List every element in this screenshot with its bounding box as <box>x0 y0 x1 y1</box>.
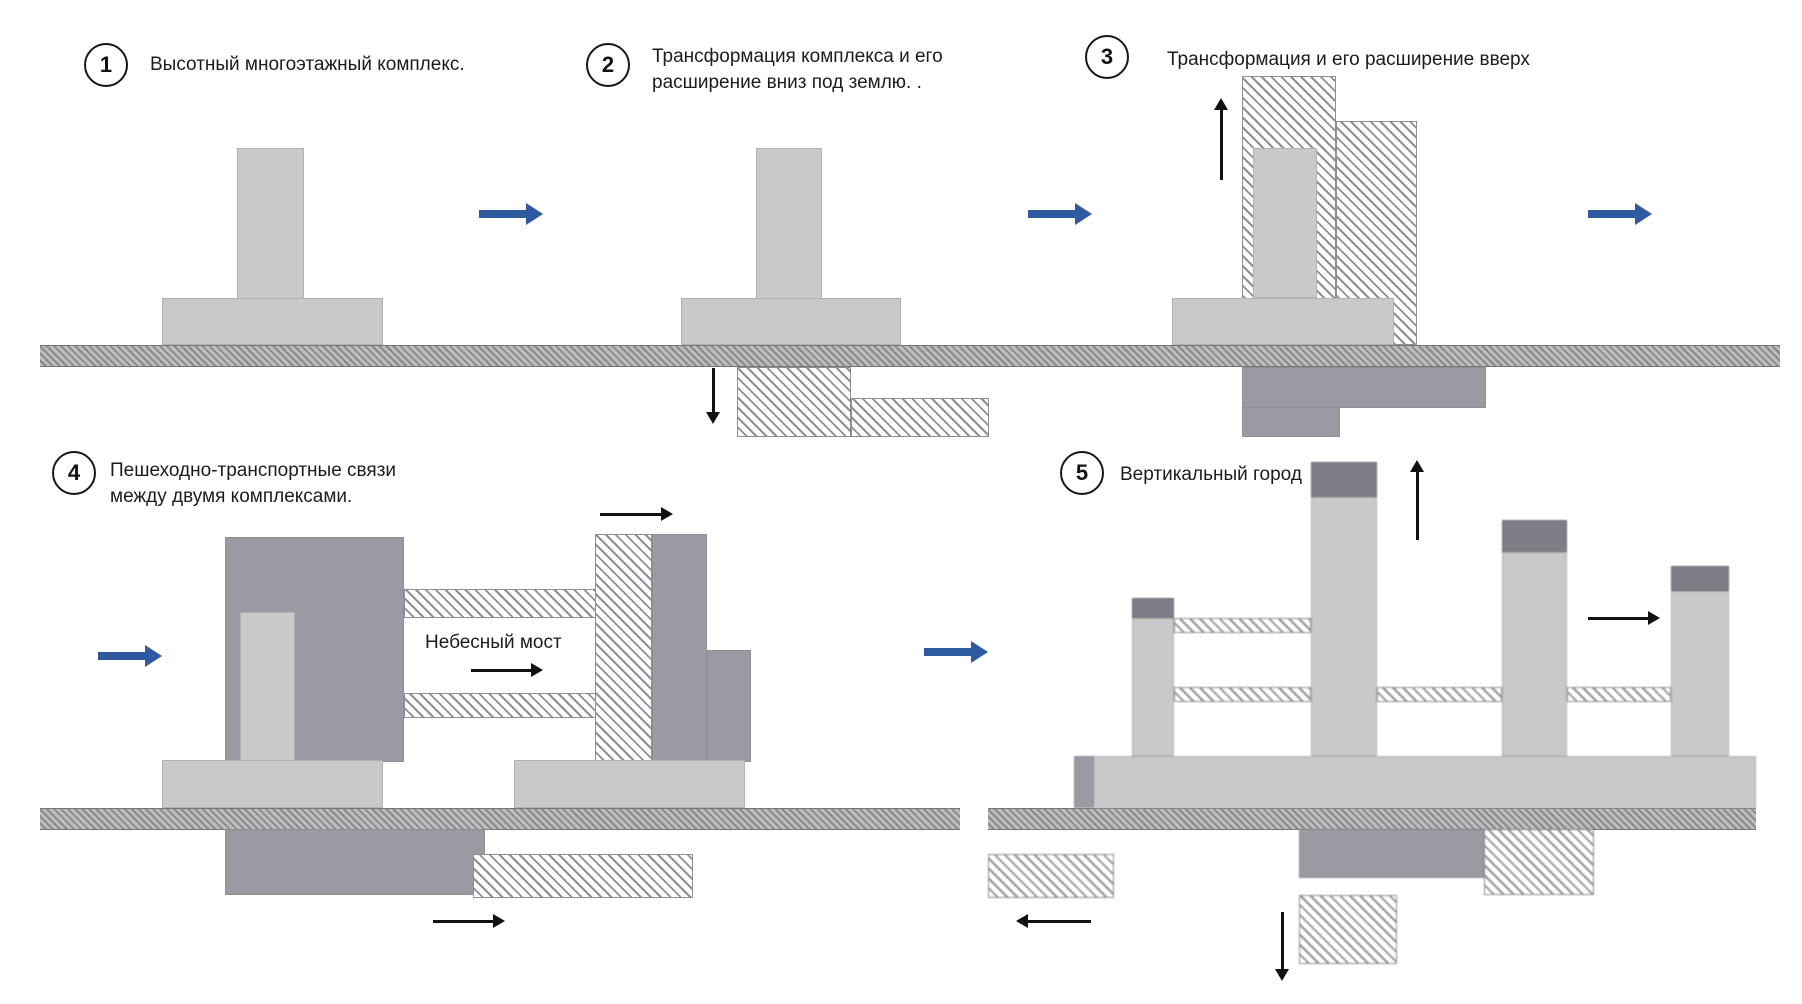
podium-shape <box>162 298 383 345</box>
step-5-badge: 5 <box>1060 451 1104 495</box>
arrow-head <box>1410 460 1424 472</box>
arrow-shaft <box>433 919 493 923</box>
right-hatched-tower <box>595 534 652 762</box>
underground-block <box>225 829 485 895</box>
arrow-shaft <box>1588 210 1635 218</box>
ground-line-bottom-left <box>40 808 960 830</box>
arrow-head <box>1016 914 1028 928</box>
tower-shape <box>1311 497 1377 756</box>
right-arrow-icon <box>600 507 673 521</box>
arrow-head <box>531 663 543 677</box>
arrow-head <box>526 203 543 225</box>
right-arrow-icon <box>433 914 505 928</box>
sky-bridge <box>1174 687 1311 702</box>
flow-arrow-icon <box>1028 203 1092 225</box>
step-1-badge: 1 <box>84 43 128 87</box>
sky-bridge-upper <box>404 589 596 618</box>
arrow-head <box>493 914 505 928</box>
sky-bridge <box>1174 618 1311 633</box>
underground-block <box>1299 829 1484 878</box>
arrow-head <box>971 641 988 663</box>
platform-edge <box>1074 756 1094 808</box>
arrow-shaft <box>479 210 526 218</box>
up-arrow-icon <box>1214 98 1228 180</box>
step-5-label: Вертикальный город <box>1120 464 1302 485</box>
right-podium-shape <box>514 760 745 808</box>
arrow-shaft <box>1028 210 1075 218</box>
tower-shape <box>1253 148 1317 298</box>
step-4-badge: 4 <box>52 451 96 495</box>
sky-bridge <box>1567 687 1671 702</box>
step-3-label: Трансформация и его расширение вверх <box>1167 49 1530 70</box>
underground-hatched-block <box>1484 829 1594 895</box>
sky-bridge-lower <box>404 693 596 718</box>
arrow-shaft <box>1219 110 1223 180</box>
flow-arrow-icon <box>98 645 162 667</box>
arrow-head <box>661 507 673 521</box>
tower-cap <box>1502 520 1567 552</box>
arrow-shaft <box>98 652 145 660</box>
underground-block-wide <box>1242 367 1486 408</box>
right-tower-step <box>707 650 751 762</box>
arrow-head <box>1635 203 1652 225</box>
flow-arrow-icon <box>479 203 543 225</box>
arrow-shaft <box>1280 912 1284 969</box>
podium-shape <box>1172 298 1394 345</box>
left-podium-shape <box>162 760 383 808</box>
platform-shape <box>1074 756 1756 808</box>
arrow-shaft <box>600 512 661 516</box>
ground-line-top <box>40 345 1780 367</box>
underground-block <box>737 367 851 437</box>
arrow-shaft <box>1588 616 1648 620</box>
right-arrow-icon <box>1588 611 1660 625</box>
arrow-head <box>145 645 162 667</box>
tower-shape <box>756 148 822 299</box>
arrow-head <box>1075 203 1092 225</box>
flow-arrow-icon <box>1588 203 1652 225</box>
underground-hatched-block <box>473 854 693 898</box>
left-inner-tower <box>240 612 295 762</box>
arrow-head <box>706 412 720 424</box>
right-arrow-icon <box>471 663 543 677</box>
arrow-head <box>1214 98 1228 110</box>
underground-extension <box>851 398 989 437</box>
up-arrow-icon <box>1410 460 1424 540</box>
sky-bridge-label: Небесный мост <box>425 632 562 653</box>
down-arrow-icon <box>706 368 720 424</box>
podium-shape <box>681 298 901 345</box>
underground-hatched-block <box>1299 895 1397 964</box>
left-arrow-icon <box>1016 914 1091 928</box>
arrow-head <box>1275 969 1289 981</box>
arrow-shaft <box>471 668 531 672</box>
arrow-shaft <box>1415 472 1419 540</box>
step-1-label: Высотный многоэтажный комплекс. <box>150 54 465 75</box>
arrow-shaft <box>924 648 971 656</box>
step-3-badge: 3 <box>1085 35 1129 79</box>
underground-hatched-block <box>988 854 1114 898</box>
tower-cap <box>1671 566 1729 591</box>
down-arrow-icon <box>1275 912 1289 981</box>
sky-bridge <box>1377 687 1502 702</box>
tower-shape <box>1502 552 1567 756</box>
arrow-head <box>1648 611 1660 625</box>
step-2-badge: 2 <box>586 43 630 87</box>
flow-arrow-icon <box>924 641 988 663</box>
step-2-label: Трансформация комплекса и его расширение… <box>652 46 943 93</box>
tower-cap <box>1132 598 1174 618</box>
arrow-shaft <box>1028 919 1091 923</box>
step-4-label: Пешеходно-транспортные связи между двумя… <box>110 460 397 507</box>
arrow-shaft <box>711 368 715 412</box>
tower-shape <box>237 148 304 299</box>
tower-shape <box>1671 591 1729 756</box>
tower-shape <box>1132 618 1174 756</box>
tower-cap <box>1311 462 1377 497</box>
